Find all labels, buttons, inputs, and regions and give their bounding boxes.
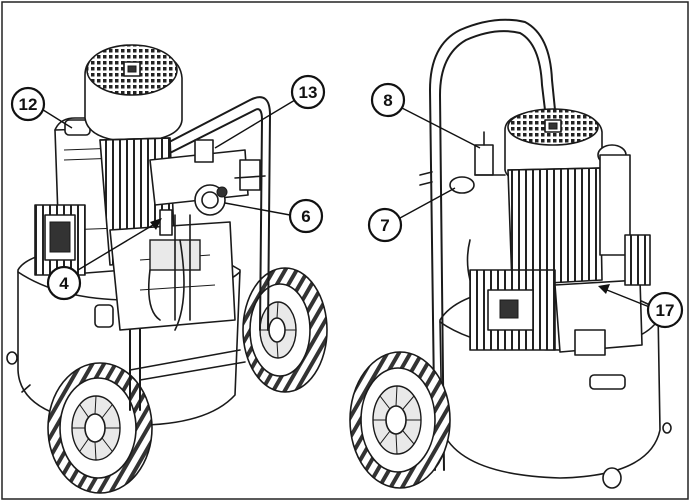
- rear-wheel-left: [242, 267, 328, 393]
- callout-17: 17: [646, 291, 684, 329]
- arrow-17: [598, 284, 610, 294]
- handle-frame-right: [429, 18, 556, 471]
- callout-7: 7: [367, 207, 403, 243]
- callout-13: 13: [290, 74, 326, 110]
- leader-17: [601, 287, 653, 309]
- svg-text:8: 8: [383, 91, 392, 110]
- leader-7: [399, 187, 456, 219]
- callout-8: 8: [370, 82, 406, 118]
- svg-text:6: 6: [301, 207, 310, 226]
- callout-4: 4: [46, 265, 82, 301]
- svg-text:4: 4: [59, 274, 69, 293]
- svg-text:12: 12: [19, 95, 38, 114]
- svg-text:17: 17: [656, 301, 675, 320]
- svg-text:7: 7: [380, 216, 389, 235]
- wheel-right: [349, 351, 451, 489]
- leader-4: [77, 221, 159, 271]
- front-wheel-left: [47, 362, 153, 494]
- leader-6: [224, 202, 291, 216]
- compressor-front-view: [6, 44, 328, 494]
- leader-12: [39, 107, 73, 129]
- motor-right: [504, 108, 631, 286]
- leader-8: [401, 107, 481, 149]
- callout-12: 12: [10, 86, 46, 122]
- leader-13: [214, 99, 296, 149]
- compressor-rear-view: [349, 18, 672, 489]
- callout-6: 6: [288, 198, 324, 234]
- arrow-4: [150, 218, 162, 230]
- svg-text:13: 13: [299, 83, 318, 102]
